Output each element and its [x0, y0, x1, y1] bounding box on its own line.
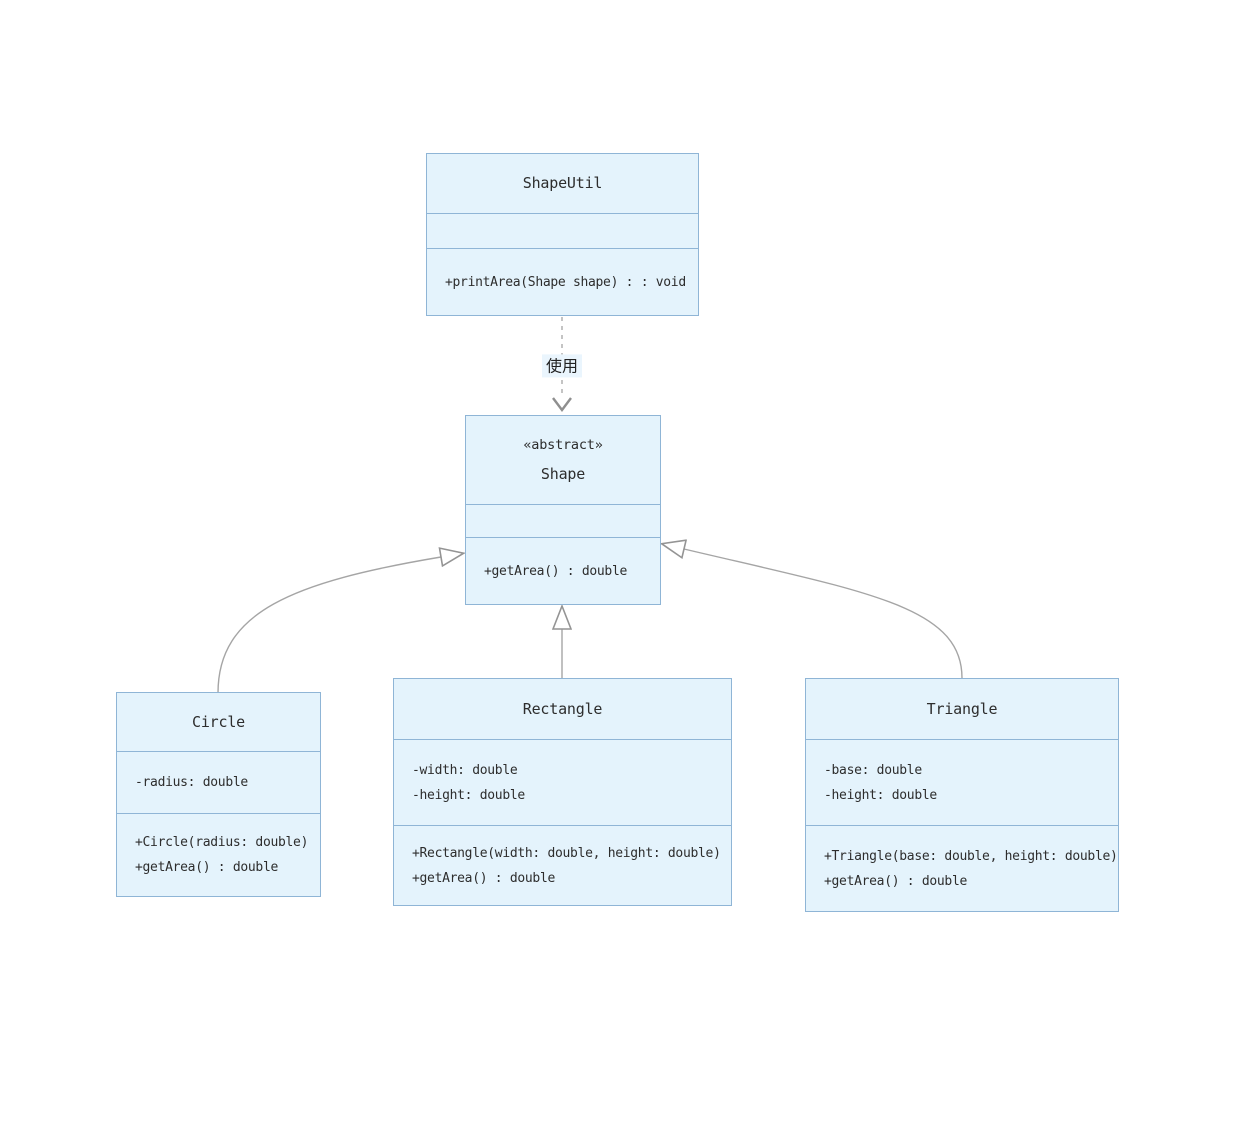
class-method: +Rectangle(width: double, height: double…	[412, 845, 721, 861]
class-title-compartment: Rectangle	[394, 679, 731, 739]
class-methods-compartment: +Circle(radius: double) +getArea() : dou…	[117, 813, 320, 896]
class-methods-compartment: +printArea(Shape shape) : : void	[427, 248, 698, 315]
class-methods-compartment: +Rectangle(width: double, height: double…	[394, 825, 731, 905]
class-name: Triangle	[926, 699, 998, 718]
class-box-circle[interactable]: Circle -radius: double +Circle(radius: d…	[116, 692, 321, 897]
class-attribute: -width: double	[412, 762, 518, 778]
class-title-compartment: Circle	[117, 693, 320, 751]
class-name: Circle	[192, 712, 245, 731]
class-title-compartment: ShapeUtil	[427, 154, 698, 213]
class-title-compartment: Triangle	[806, 679, 1118, 739]
class-attributes-compartment	[427, 213, 698, 248]
class-method: +getArea() : double	[484, 563, 628, 579]
class-box-shapeutil[interactable]: ShapeUtil +printArea(Shape shape) : : vo…	[426, 153, 699, 316]
class-attribute: -height: double	[824, 787, 937, 803]
class-method: +getArea() : double	[824, 873, 968, 889]
class-name: ShapeUtil	[522, 174, 603, 192]
class-title-compartment: «abstract» Shape	[466, 416, 660, 504]
class-box-rectangle[interactable]: Rectangle -width: double -height: double…	[393, 678, 732, 906]
class-box-shape[interactable]: «abstract» Shape +getArea() : double	[465, 415, 661, 605]
class-methods-compartment: +getArea() : double	[466, 537, 660, 604]
class-attributes-compartment: -base: double -height: double	[806, 739, 1118, 825]
class-box-triangle[interactable]: Triangle -base: double -height: double +…	[805, 678, 1119, 912]
edge-inheritance-triangle-shape	[684, 549, 963, 679]
edge-inheritance-circle-shape	[217, 557, 441, 694]
class-method: +Triangle(base: double, height: double)	[824, 848, 1118, 864]
class-attributes-compartment: -width: double -height: double	[394, 739, 731, 825]
class-stereotype: «abstract»	[523, 437, 603, 453]
class-attribute: -base: double	[824, 762, 922, 778]
class-name: Rectangle	[522, 699, 603, 718]
class-method: +printArea(Shape shape) : : void	[445, 274, 686, 290]
class-method: +getArea() : double	[135, 860, 279, 875]
dependency-edge-label: 使用	[541, 354, 583, 378]
class-attributes-compartment: -radius: double	[117, 751, 320, 813]
class-attribute: -radius: double	[135, 775, 248, 790]
class-attributes-compartment	[466, 504, 660, 537]
class-method: +Circle(radius: double)	[135, 835, 309, 850]
class-attribute: -height: double	[412, 787, 525, 803]
class-name: Shape	[540, 465, 586, 483]
class-methods-compartment: +Triangle(base: double, height: double) …	[806, 825, 1118, 911]
class-method: +getArea() : double	[412, 870, 556, 886]
